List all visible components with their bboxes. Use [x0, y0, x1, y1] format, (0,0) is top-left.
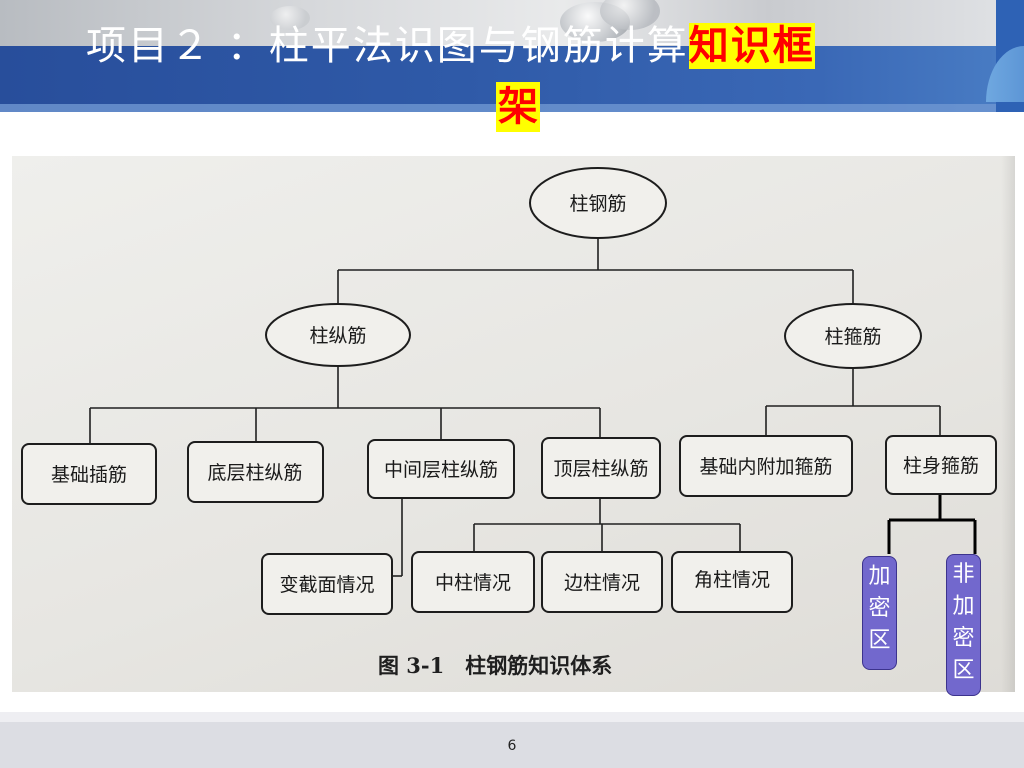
- node-ground-floor-rebar: 底层柱纵筋: [207, 462, 302, 484]
- node-left-branch: 柱纵筋: [309, 325, 366, 347]
- node-foundation-dowel: 基础插筋: [51, 464, 127, 486]
- page-number: 6: [507, 738, 517, 754]
- knowledge-tree-diagram: 柱钢筋 柱纵筋 柱箍筋 基础插筋 底层柱纵筋 中间层柱纵筋 顶层柱纵筋 基础内附…: [21, 167, 997, 678]
- title-highlight: 知识框: [688, 23, 815, 69]
- node-top-floor-rebar: 顶层柱纵筋: [553, 458, 648, 480]
- node-interior-column: 中柱情况: [435, 572, 511, 594]
- zone-char: 加: [868, 564, 891, 589]
- photo-shadow-edge: [1001, 156, 1015, 692]
- node-edge-column: 边柱情况: [564, 572, 640, 594]
- node-root: 柱钢筋: [569, 193, 626, 215]
- zone-char: 加: [952, 594, 975, 619]
- zone-char: 密: [868, 596, 891, 621]
- zone-char: 区: [868, 628, 891, 653]
- node-root-shape: [529, 167, 667, 239]
- title-main: 项目２ ：柱平法识图与钢筋计算: [86, 23, 689, 69]
- banner-photo-strip: [0, 0, 1024, 46]
- water-drop-decoration: [600, 0, 660, 30]
- dense-zone-label: 加 密 区: [862, 556, 897, 670]
- diagram-photo: 柱钢筋 柱纵筋 柱箍筋 基础插筋 底层柱纵筋 中间层柱纵筋 顶层柱纵筋 基础内附…: [12, 156, 1015, 692]
- node-left-branch-shape: [265, 303, 411, 367]
- zone-char: 区: [952, 658, 975, 683]
- node-corner-column: 角柱情况: [694, 569, 770, 591]
- slide-title: 项目２ ：柱平法识图与钢筋计算知识框: [86, 22, 815, 70]
- title-highlight-line2: 架: [496, 82, 540, 132]
- footer-band: [0, 722, 1024, 768]
- non-dense-zone-label: 非 加 密 区: [946, 554, 981, 696]
- footer-light-band: [0, 712, 1024, 722]
- zone-char: 密: [952, 626, 975, 651]
- node-middle-floor-rebar: 中间层柱纵筋: [384, 459, 498, 481]
- node-right-branch-shape: [784, 303, 922, 369]
- node-foundation-extra-stirrup: 基础内附加箍筋: [699, 456, 832, 478]
- node-section-change: 变截面情况: [279, 574, 374, 596]
- node-column-body-stirrup: 柱身箍筋: [903, 455, 979, 477]
- node-right-branch: 柱箍筋: [824, 326, 881, 348]
- figure-caption: 图 3-1 柱钢筋知识体系: [378, 653, 612, 678]
- zone-char: 非: [952, 562, 975, 587]
- water-drop-decoration: [270, 6, 310, 30]
